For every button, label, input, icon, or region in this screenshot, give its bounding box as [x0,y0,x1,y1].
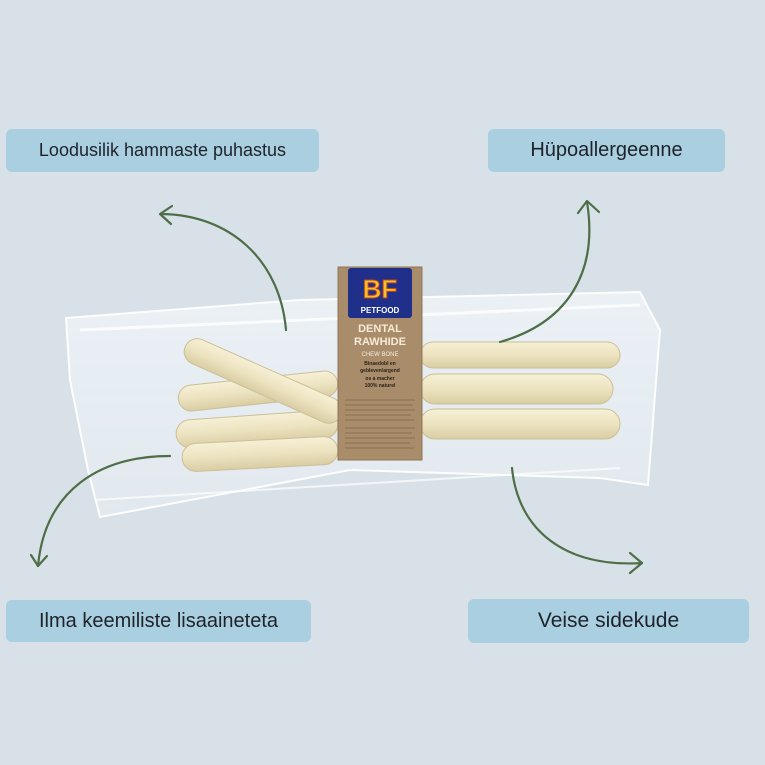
brand-name: PETFOOD [361,306,400,315]
band-line1: DENTAL [358,323,402,335]
band-line2: RAWHIDE [354,336,406,348]
feature-label-natural-teeth-cleaning: Loodusilik hammaste puhastus [6,129,319,172]
feature-label-no-chemical-additives: Ilma keemiliste lisaaineteta [6,600,311,642]
fine-print [345,399,415,449]
feature-text: Ilma keemiliste lisaaineteta [39,609,278,632]
rawhide-sticks [175,338,621,472]
brand-logo [348,268,412,318]
curved-arrow-icon [510,466,644,575]
curved-arrow-icon [29,454,172,568]
band-line3: CHEW BONE [361,352,398,358]
feature-text: Loodusilik hammaste puhastus [38,140,287,160]
feature-text: Veise sidekude [537,609,680,632]
feature-label-beef-connective-tissue: Veise sidekude [468,599,749,643]
curved-arrow-icon [158,204,288,332]
band-line4: Binaedobl en [364,361,395,367]
brand-logo-text: BF [363,274,398,304]
feature-label-hypoallergenic: Hüpoallergeenne [488,129,725,172]
band-line5: gebleven/argend [360,368,400,374]
feature-text: Hüpoallergeenne [530,139,683,161]
curved-arrow-icon [498,199,601,344]
band-line7: 100% naturel [365,383,396,389]
band-line6: os a macher [365,376,394,382]
